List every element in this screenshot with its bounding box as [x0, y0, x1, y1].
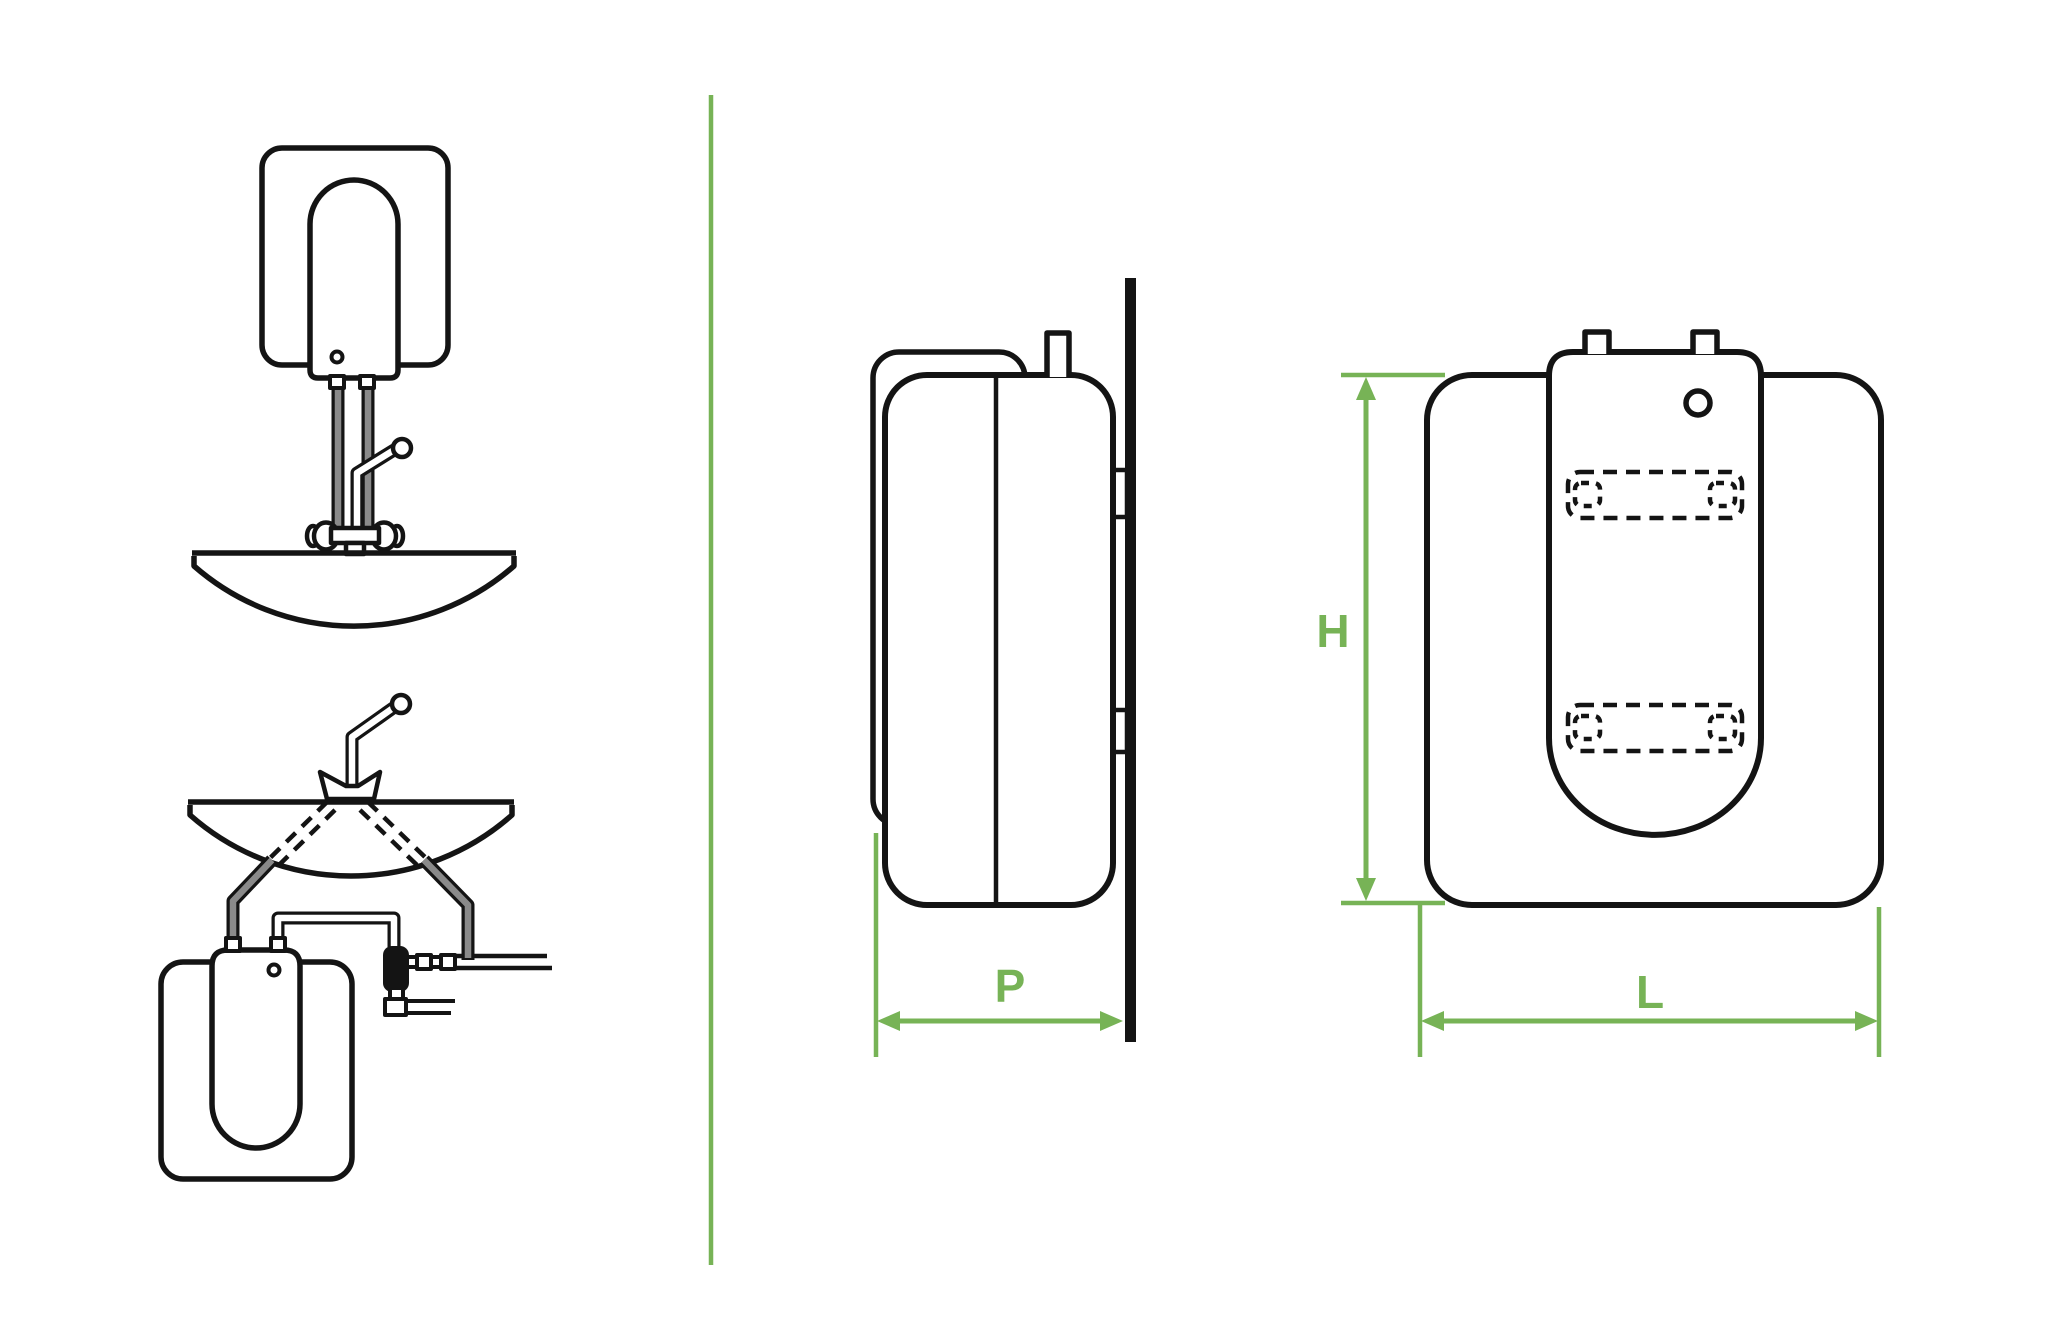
depth-dimension-label: P: [995, 960, 1026, 1012]
coupling-nut: [415, 953, 433, 971]
pipe-stub: [224, 936, 242, 953]
arrowhead-up: [1356, 377, 1376, 400]
heater-body-side-outline: [882, 372, 1116, 908]
heater-tank-front-outline: [1546, 349, 1764, 838]
hot-water-pipe: [226, 855, 277, 942]
pipe-stub: [328, 374, 346, 390]
arrowhead-right: [1855, 1011, 1878, 1031]
hidden-pipe-dashed: [366, 800, 428, 860]
drain-coupling: [383, 997, 408, 1017]
faucet-outlet: [390, 436, 414, 460]
arrowhead-down: [1356, 878, 1376, 901]
under-sink-installation-diagram: [158, 692, 552, 1182]
hidden-pipe-dashed: [268, 800, 329, 860]
pipe-stub: [269, 936, 287, 953]
cold-water-pipe-core: [421, 857, 472, 958]
mounting-hole: [1683, 388, 1713, 418]
faucet-spout-core: [348, 704, 397, 792]
faucet-spout-core: [353, 446, 398, 535]
cold-inlet-pipe: [271, 911, 401, 947]
hidden-pipe-dashed: [358, 808, 420, 868]
hot-water-pipe-core: [229, 857, 275, 942]
mounting-slot-hole-dashed: [1707, 713, 1738, 742]
water-heater-side-view: P: [870, 278, 1136, 1057]
arrowhead-right: [1100, 1011, 1123, 1031]
faucet-outlet: [389, 692, 413, 716]
faucet-base: [317, 769, 383, 802]
mounting-slot-dashed: [1565, 702, 1745, 754]
pipe-stub-top: [1582, 329, 1612, 354]
cold-inlet-pipe-core: [274, 914, 398, 947]
arrowhead-left: [1421, 1011, 1444, 1031]
coupling-nut: [439, 953, 457, 971]
mounting-slot-hole-dashed: [1572, 480, 1603, 509]
indicator-dot: [329, 349, 345, 365]
hidden-pipe-dashed: [276, 808, 337, 868]
sink-bowl: [187, 805, 515, 879]
width-dimension-label: L: [1636, 966, 1664, 1018]
mounting-slot-dashed: [1565, 469, 1745, 521]
mounting-slot-hole-dashed: [1707, 480, 1738, 509]
height-dimension-label: H: [1316, 605, 1349, 657]
heater-tank-outline: [209, 947, 303, 1151]
above-sink-installation-diagram: [191, 145, 517, 629]
arrowhead-left: [877, 1011, 900, 1031]
mounting-slot-hole-dashed: [1572, 713, 1603, 742]
pipe-stub-top: [1690, 329, 1720, 354]
pipe-stub-top: [1044, 330, 1072, 377]
water-heater-front-view: H L: [1316, 329, 1884, 1057]
wall-line: [1125, 278, 1136, 1042]
safety-valve: [383, 946, 409, 992]
indicator-dot: [266, 962, 282, 978]
pipe-stub: [358, 374, 376, 390]
heater-tank-outline: [307, 177, 401, 381]
cold-water-pipe: [419, 855, 475, 960]
sink-bowl: [191, 556, 517, 629]
